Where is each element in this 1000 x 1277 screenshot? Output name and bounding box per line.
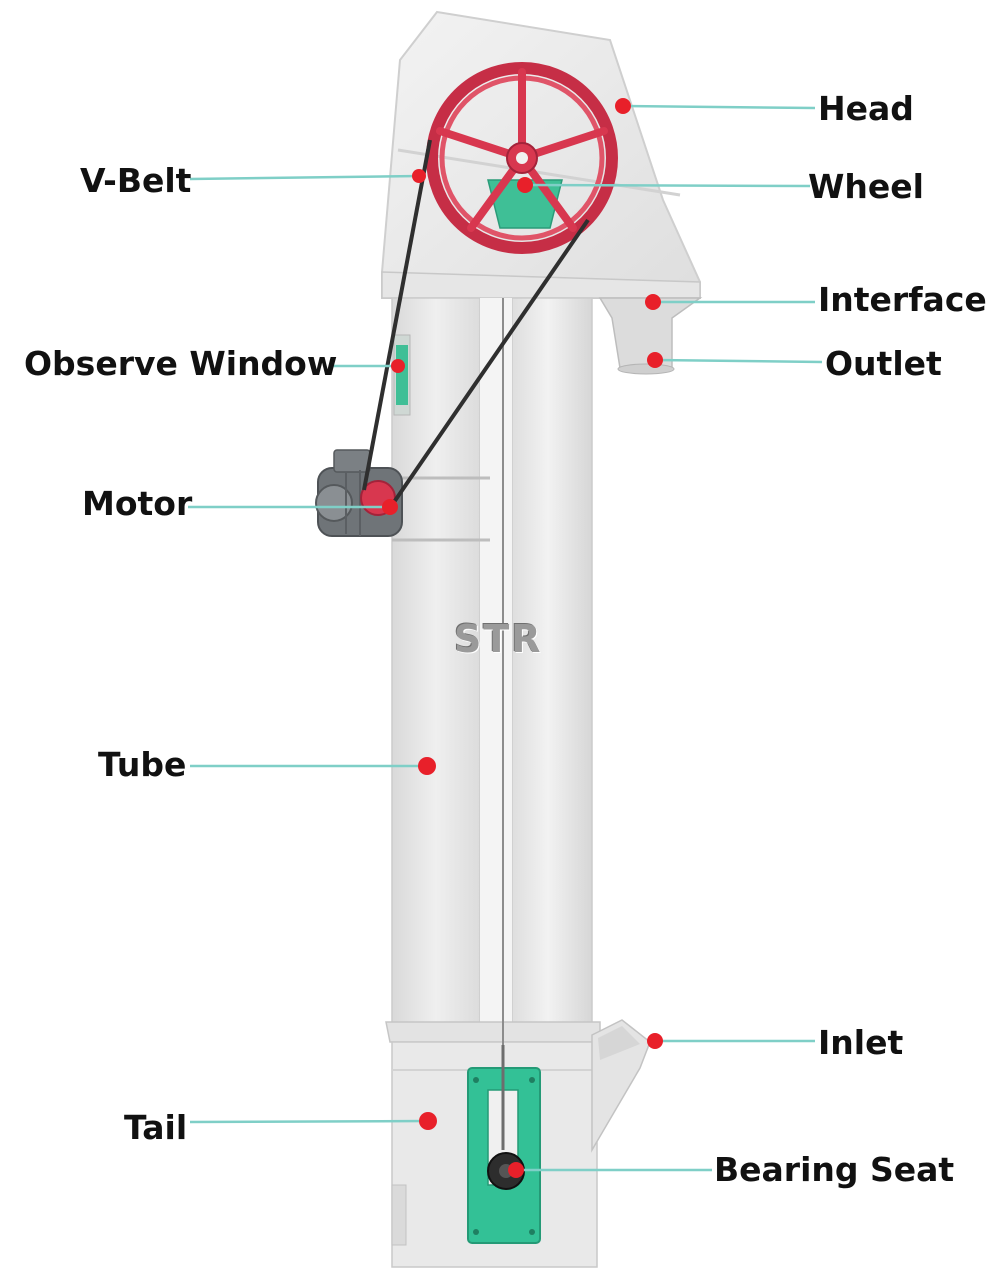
- str-watermark: STR: [454, 617, 543, 661]
- motor-unit: [315, 449, 403, 537]
- marker-interface: [645, 294, 661, 310]
- right-column: [511, 297, 593, 1034]
- label-interface: Interface: [818, 280, 987, 319]
- label-motor: Motor: [82, 484, 193, 523]
- label-inlet: Inlet: [818, 1023, 904, 1062]
- marker-wheel: [517, 177, 533, 193]
- label-tube: Tube: [98, 745, 187, 784]
- label-observe-window: Observe Window: [24, 344, 338, 383]
- observe-window: [393, 334, 411, 416]
- wheel: [426, 62, 618, 254]
- marker-bearing-seat: [508, 1162, 524, 1178]
- label-outlet: Outlet: [825, 344, 942, 383]
- label-bearing-seat: Bearing Seat: [714, 1150, 955, 1189]
- outlet-chute: [598, 297, 703, 375]
- label-wheel: Wheel: [808, 167, 924, 206]
- label-head: Head: [818, 89, 914, 128]
- marker-tail: [419, 1112, 437, 1130]
- marker-motor: [382, 499, 398, 515]
- inlet-hopper: [591, 1019, 651, 1153]
- marker-inlet: [647, 1033, 663, 1049]
- bearing-plate: [467, 1045, 541, 1244]
- label-tail: Tail: [124, 1108, 188, 1147]
- marker-tube: [418, 757, 436, 775]
- marker-dots: [382, 98, 663, 1178]
- marker-v-belt: [412, 169, 426, 183]
- v-belt: [362, 139, 590, 507]
- marker-outlet: [647, 352, 663, 368]
- marker-observe-window: [391, 359, 405, 373]
- left-column: [391, 297, 481, 1034]
- column-gap: [480, 298, 512, 1033]
- leader-lines: [188, 104, 823, 1172]
- label-v-belt: V-Belt: [80, 161, 192, 200]
- marker-head: [615, 98, 631, 114]
